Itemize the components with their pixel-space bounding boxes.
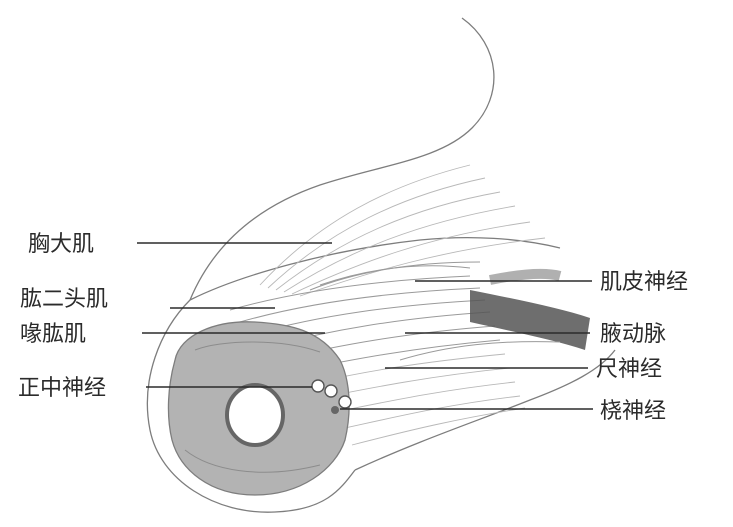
ulnar-nerve-section [339, 396, 351, 408]
label-median-nerve: 正中神经 [18, 376, 106, 401]
label-musculocutaneous-nerve: 肌皮神经 [600, 270, 688, 295]
arm-cross-section [168, 322, 349, 495]
label-radial-nerve: 桡神经 [600, 399, 666, 424]
median-nerve-section [312, 380, 324, 392]
musculocutaneous-section [325, 385, 337, 397]
label-biceps-brachii: 肱二头肌 [20, 287, 108, 312]
label-axillary-artery: 腋动脉 [600, 322, 666, 347]
radial-nerve-section [331, 406, 339, 414]
label-ulnar-nerve: 尺神经 [596, 357, 662, 382]
label-coracobrachialis: 喙肱肌 [20, 322, 86, 347]
label-pectoralis-major: 胸大肌 [28, 232, 94, 257]
